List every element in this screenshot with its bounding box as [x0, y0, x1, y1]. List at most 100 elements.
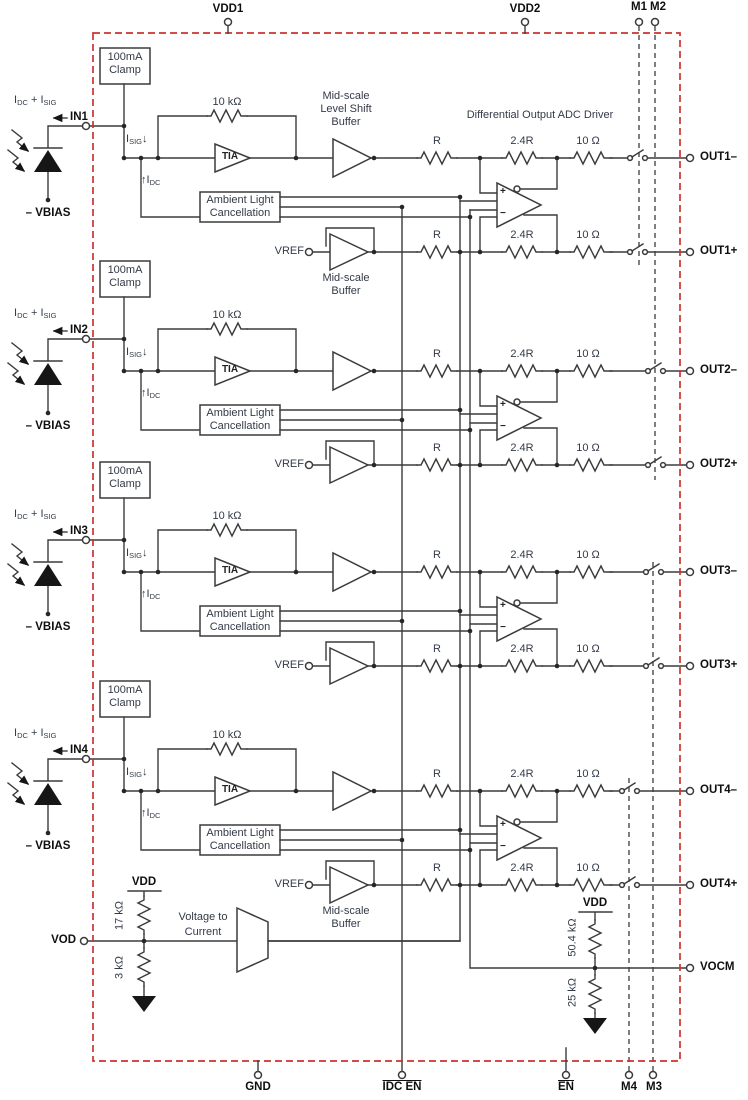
pin-vdd1: VDD1	[212, 3, 244, 15]
vref-label: VREF	[274, 659, 304, 671]
resistor-r-label: R	[433, 862, 441, 874]
pin-vod: VOD	[51, 934, 76, 946]
pin-vdd2: VDD2	[509, 3, 541, 15]
amp-plus-label: +	[500, 186, 506, 197]
feedback-resistor-label: 10 kΩ	[212, 96, 242, 108]
resistor-24r-label: 2.4R	[510, 643, 534, 655]
isig-label: ISIG↓	[126, 346, 148, 359]
pin-out1-minus: OUT1–	[700, 151, 738, 163]
pin-in4: IN4	[70, 744, 88, 756]
photocurrent-label: IDC + ISIG	[14, 727, 57, 740]
resistor-10ohm-label: 10 Ω	[576, 348, 600, 360]
vref-label: VREF	[274, 458, 304, 470]
vref-label: VREF	[274, 878, 304, 890]
resistor-24r-label: 2.4R	[510, 862, 534, 874]
idc-label: ↑IDC	[141, 807, 161, 820]
resistor-10ohm-label: 10 Ω	[576, 768, 600, 780]
resistor-10ohm-label: 10 Ω	[576, 229, 600, 241]
pin-out3-plus: OUT3+	[700, 659, 738, 671]
amp-minus-label: −	[500, 208, 506, 219]
resistor-10ohm-label: 10 Ω	[576, 135, 600, 147]
amp-plus-label: +	[500, 399, 506, 410]
resistor-10ohm-label: 10 Ω	[576, 862, 600, 874]
resistor-3k-label: 3 kΩ	[113, 956, 126, 979]
idc-label: ↑IDC	[141, 387, 161, 400]
pin-vocm: VOCM	[700, 961, 735, 973]
resistor-r-label: R	[433, 442, 441, 454]
mode-dashed-lines	[628, 26, 656, 1071]
vocm-section	[578, 911, 695, 1034]
idc-label: ↑IDC	[141, 174, 161, 187]
pin-out3-minus: OUT3–	[700, 565, 738, 577]
chip-boundary	[92, 32, 681, 1062]
resistor-25k-label: 25 kΩ	[566, 978, 579, 1008]
amp-plus-label: +	[500, 600, 506, 611]
amp-minus-label: −	[500, 622, 506, 633]
vbias-label: – VBIAS	[25, 207, 71, 219]
pin-out4-plus: OUT4+	[700, 878, 738, 890]
tia-label: TIA	[221, 151, 239, 162]
resistor-10ohm-label: 10 Ω	[576, 549, 600, 561]
resistor-24r-label: 2.4R	[510, 348, 534, 360]
vbias-label: – VBIAS	[25, 840, 71, 852]
photocurrent-label: IDC + ISIG	[14, 307, 57, 320]
resistor-r-label: R	[433, 643, 441, 655]
photocurrent-label: IDC + ISIG	[14, 94, 57, 107]
resistor-10ohm-label: 10 Ω	[576, 643, 600, 655]
amp-plus-label: +	[500, 819, 506, 830]
output-switches	[611, 149, 695, 890]
vdd-rail-label: VDD	[131, 876, 157, 888]
feedback-resistor-label: 10 kΩ	[212, 729, 242, 741]
pin-gnd: GND	[245, 1081, 271, 1093]
feedback-resistor-label: 10 kΩ	[212, 510, 242, 522]
resistor-10ohm-label: 10 Ω	[576, 442, 600, 454]
vod-section	[79, 890, 461, 1012]
resistor-24r-label: 2.4R	[510, 135, 534, 147]
adc-driver-title: Differential Output ADC Driver	[466, 109, 614, 121]
pin-out1-plus: OUT1+	[700, 245, 738, 257]
resistor-24r-label: 2.4R	[510, 768, 534, 780]
pin-out2-minus: OUT2–	[700, 364, 738, 376]
pin-m4: M4	[621, 1081, 637, 1093]
pin-in1: IN1	[70, 111, 88, 123]
pin-m3: M3	[646, 1081, 662, 1093]
global-buses	[267, 196, 688, 1072]
tia-label: TIA	[221, 784, 239, 795]
resistor-24r-label: 2.4R	[510, 549, 534, 561]
pin-out4-minus: OUT4–	[700, 784, 738, 796]
idc-label: ↑IDC	[141, 588, 161, 601]
vbias-label: – VBIAS	[25, 420, 71, 432]
pin-m1: M1	[631, 1, 647, 13]
photocurrent-label: IDC + ISIG	[14, 508, 57, 521]
vref-label: VREF	[274, 245, 304, 257]
isig-label: ISIG↓	[126, 766, 148, 779]
boundary-pins	[223, 17, 660, 1080]
tia-label: TIA	[221, 364, 239, 375]
resistor-24r-label: 2.4R	[510, 229, 534, 241]
resistor-r-label: R	[433, 135, 441, 147]
amp-minus-label: −	[500, 841, 506, 852]
pin-in3: IN3	[70, 525, 88, 537]
resistor-r-label: R	[433, 768, 441, 780]
resistor-r-label: R	[433, 348, 441, 360]
pin-idc-en: IDC EN	[382, 1081, 422, 1093]
resistor-r-label: R	[433, 229, 441, 241]
isig-label: ISIG↓	[126, 547, 148, 560]
resistor-24r-label: 2.4R	[510, 442, 534, 454]
pin-en: EN	[558, 1081, 574, 1093]
resistor-r-label: R	[433, 549, 441, 561]
